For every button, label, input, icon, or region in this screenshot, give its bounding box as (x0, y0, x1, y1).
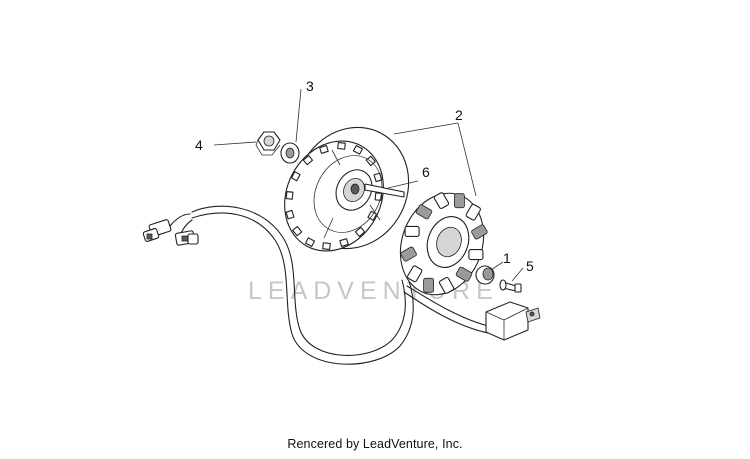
flywheel-slot (290, 171, 301, 182)
stator-pole (423, 277, 435, 293)
stator-pole (438, 277, 455, 294)
hex-nut (255, 131, 281, 156)
callout-1: 1 (503, 250, 511, 266)
flywheel-slot (339, 238, 349, 247)
stator-pole (455, 266, 473, 282)
flywheel-slot (337, 141, 346, 150)
stator-pole (453, 193, 465, 209)
stator-pole (400, 246, 417, 262)
stator-pole (415, 204, 433, 220)
screw (499, 279, 522, 293)
stator-pole (407, 265, 423, 283)
woodruff-key (364, 183, 405, 198)
washer (280, 142, 300, 164)
stator-pole (471, 224, 488, 240)
flywheel-slot (322, 242, 331, 251)
flywheel-slot (302, 155, 314, 166)
stator (399, 192, 488, 296)
footer-credit: Rencered by LeadVenture, Inc. (287, 437, 463, 451)
flywheel-slot (319, 145, 329, 154)
callout-6: 6 (422, 164, 430, 180)
flywheel-slot (354, 226, 366, 237)
flywheel-slot (352, 145, 364, 155)
stator-pole (404, 225, 420, 237)
flywheel-slot (285, 209, 295, 220)
flywheel-slot (292, 225, 303, 237)
leader-lines (213, 88, 524, 282)
wiring-harness (169, 205, 489, 365)
callout-2: 2 (455, 107, 463, 123)
stator-pole (468, 249, 484, 261)
callout-4: 4 (195, 137, 203, 153)
stator-pole (465, 203, 481, 221)
flywheel-slot (304, 237, 316, 247)
wire-connector-plugs (142, 219, 199, 246)
callout-5: 5 (526, 258, 534, 274)
callout-3: 3 (306, 78, 314, 94)
stator-pole (433, 192, 450, 209)
regulator-module (485, 301, 541, 341)
stator-spacer (475, 265, 495, 285)
flywheel (284, 126, 410, 252)
flywheel-slot (285, 191, 294, 200)
